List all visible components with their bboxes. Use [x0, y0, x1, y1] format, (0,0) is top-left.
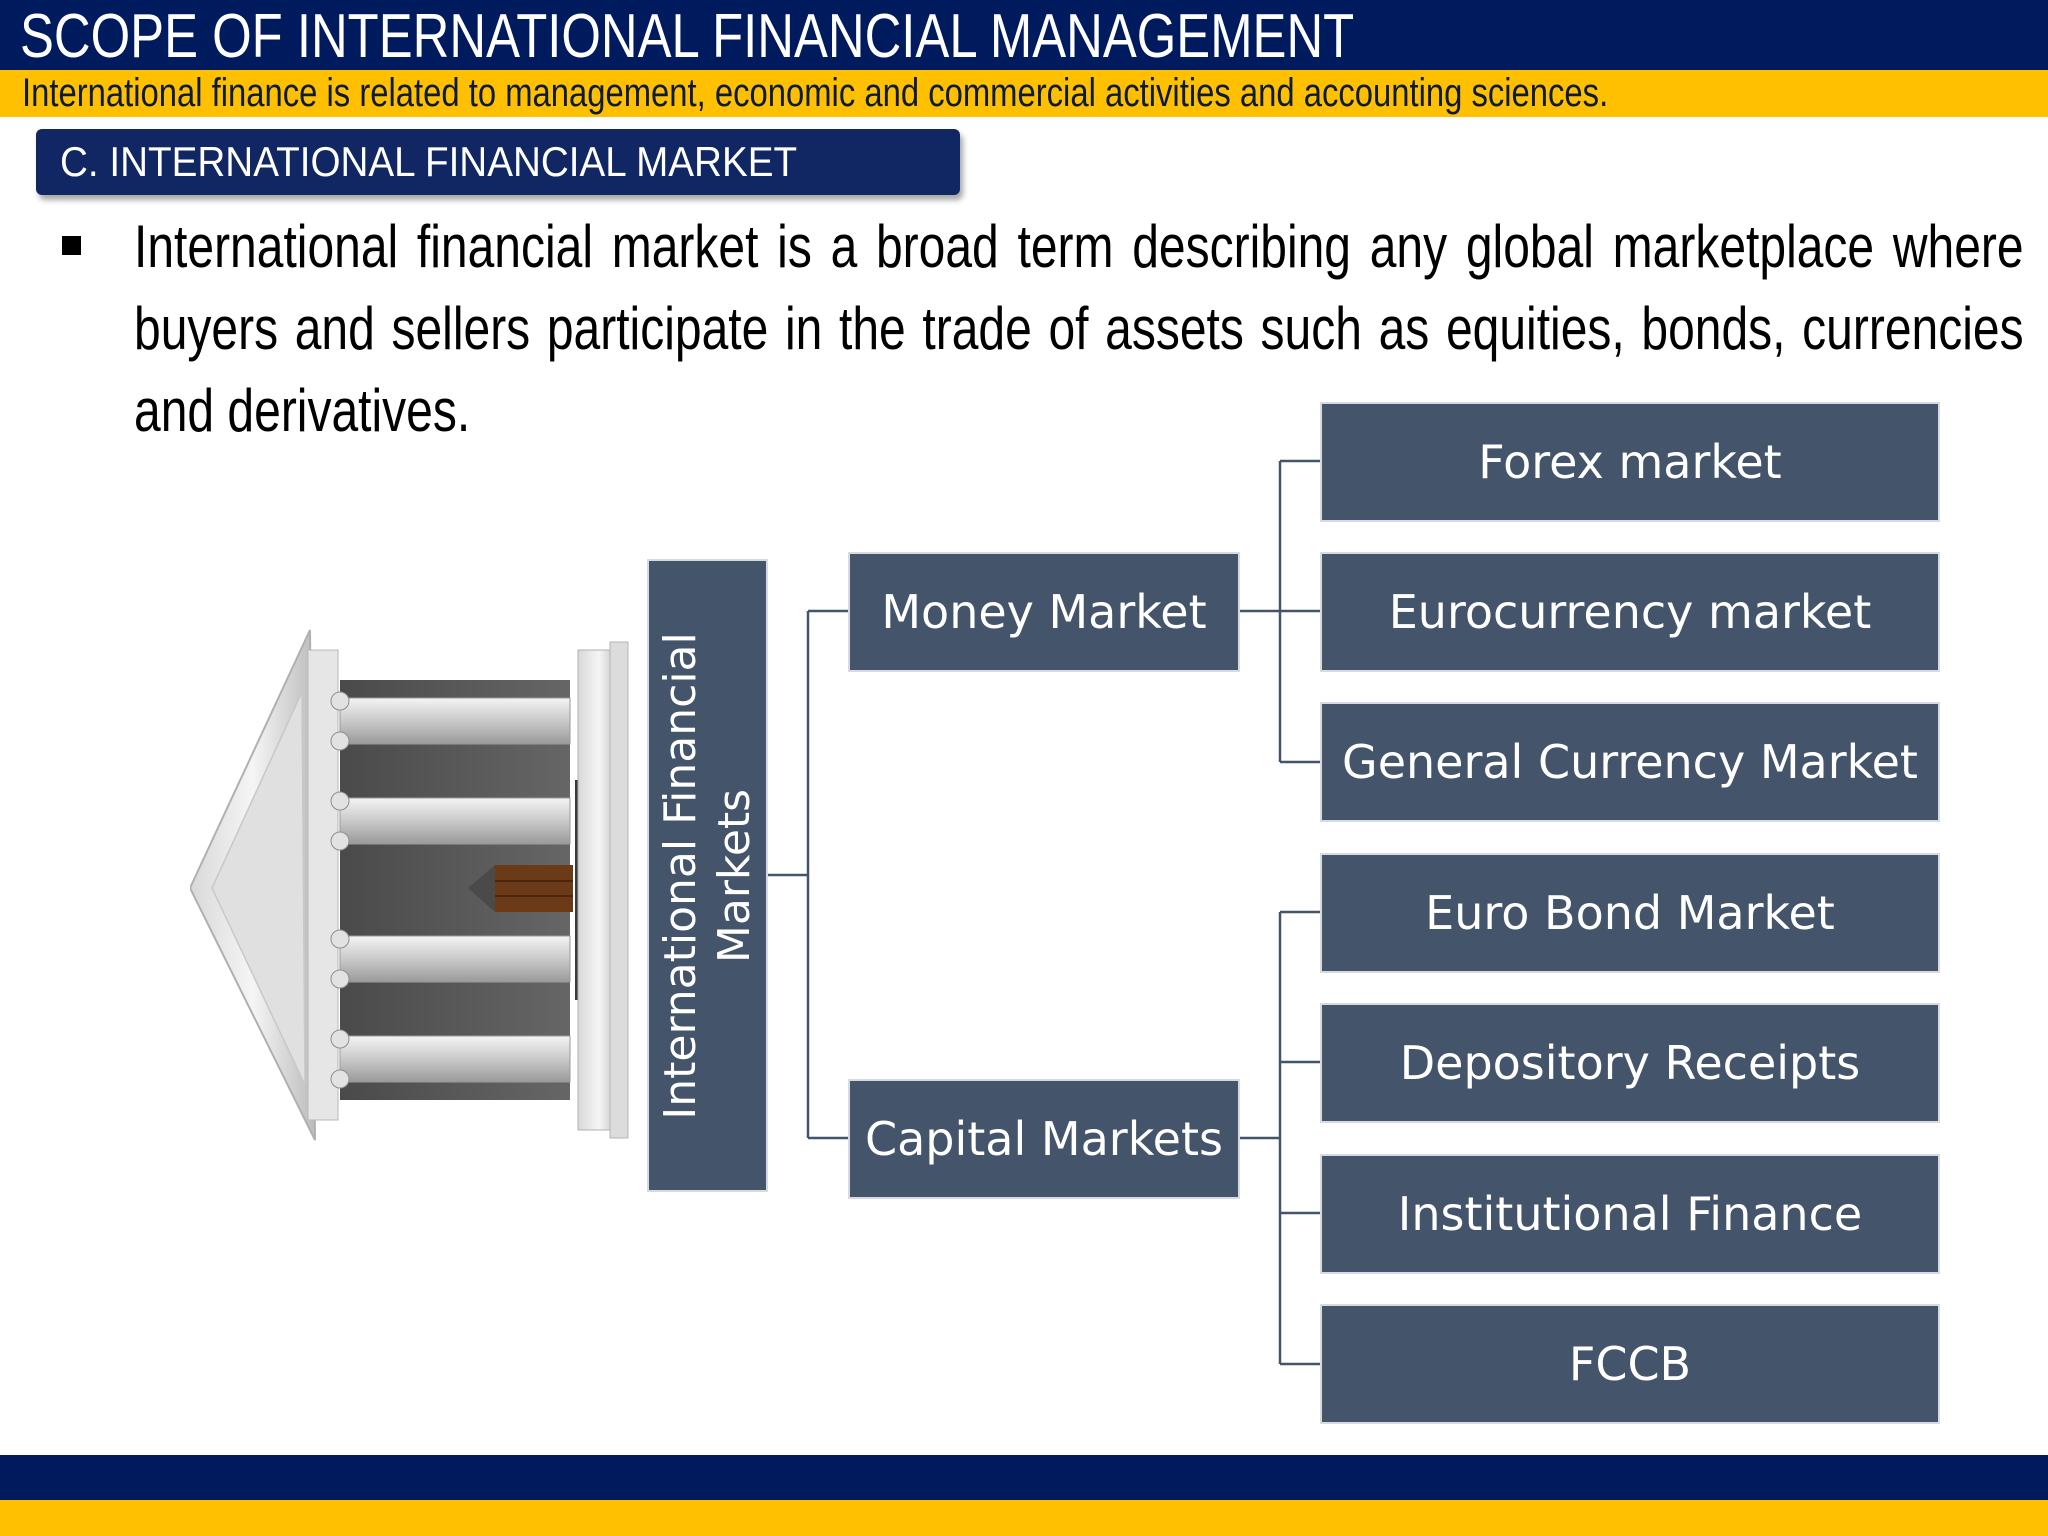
root-node-label-line1: International Financial	[654, 631, 706, 1120]
slide-title: SCOPE OF INTERNATIONAL FINANCIAL MANAGEM…	[20, 2, 1355, 71]
node-institutional-finance: Institutional Finance	[1320, 1154, 1940, 1274]
node-eurocurrency-market: Eurocurrency market	[1320, 552, 1940, 672]
node-capital-markets: Capital Markets	[848, 1079, 1240, 1199]
node-depository-receipts: Depository Receipts	[1320, 1003, 1940, 1123]
bullet-paragraph: International financial market is a broa…	[134, 213, 2024, 444]
subtitle-bar: International finance is related to mana…	[0, 70, 2048, 117]
footer-bar-navy	[0, 1455, 2048, 1500]
title-bar: SCOPE OF INTERNATIONAL FINANCIAL MANAGEM…	[0, 0, 2048, 71]
root-node-international-financial-markets: International Financial Markets	[647, 559, 768, 1192]
node-general-currency-market: General Currency Market	[1320, 702, 1940, 822]
section-heading: C. INTERNATIONAL FINANCIAL MARKET	[60, 138, 798, 185]
root-node-label-line2: Markets	[708, 788, 760, 963]
node-forex-market: Forex market	[1320, 402, 1940, 522]
bullet-marker	[62, 236, 81, 255]
root-node-label: International Financial Markets	[654, 632, 762, 1119]
section-heading-tab: C. INTERNATIONAL FINANCIAL MARKET	[36, 129, 960, 195]
slide-subtitle: International finance is related to mana…	[22, 71, 1609, 115]
node-euro-bond-market: Euro Bond Market	[1320, 853, 1940, 973]
node-fccb: FCCB	[1320, 1304, 1940, 1424]
node-money-market: Money Market	[848, 552, 1240, 672]
bank-building-icon	[190, 629, 629, 1141]
footer-bar-gold	[0, 1500, 2048, 1536]
